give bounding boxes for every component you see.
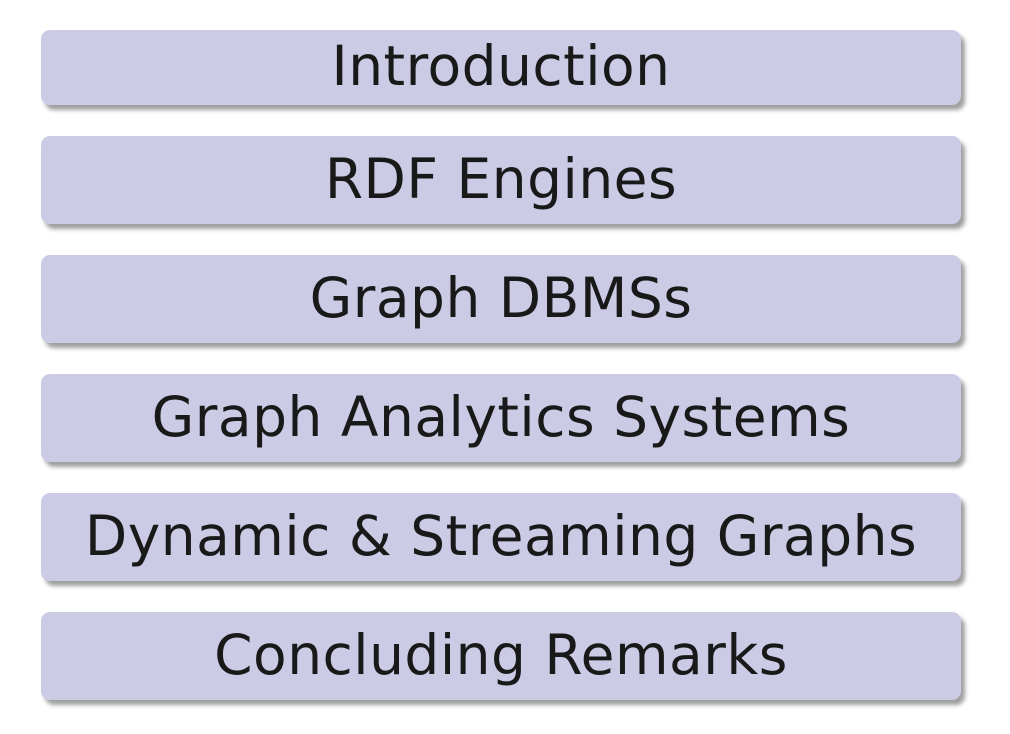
section-label: Introduction: [331, 34, 671, 98]
section-label: Concluding Remarks: [214, 622, 788, 687]
section-label: Graph DBMSs: [309, 265, 693, 330]
section-label: Dynamic & Streaming Graphs: [84, 503, 918, 568]
section-dynamic-streaming-graphs[interactable]: Dynamic & Streaming Graphs: [41, 493, 961, 581]
section-graph-analytics-systems[interactable]: Graph Analytics Systems: [41, 374, 961, 462]
section-introduction[interactable]: Introduction: [41, 30, 961, 105]
section-label: RDF Engines: [324, 146, 678, 211]
section-rdf-engines[interactable]: RDF Engines: [41, 136, 961, 224]
section-concluding-remarks[interactable]: Concluding Remarks: [41, 612, 961, 700]
section-graph-dbmss[interactable]: Graph DBMSs: [41, 255, 961, 343]
section-label: Graph Analytics Systems: [151, 384, 851, 449]
